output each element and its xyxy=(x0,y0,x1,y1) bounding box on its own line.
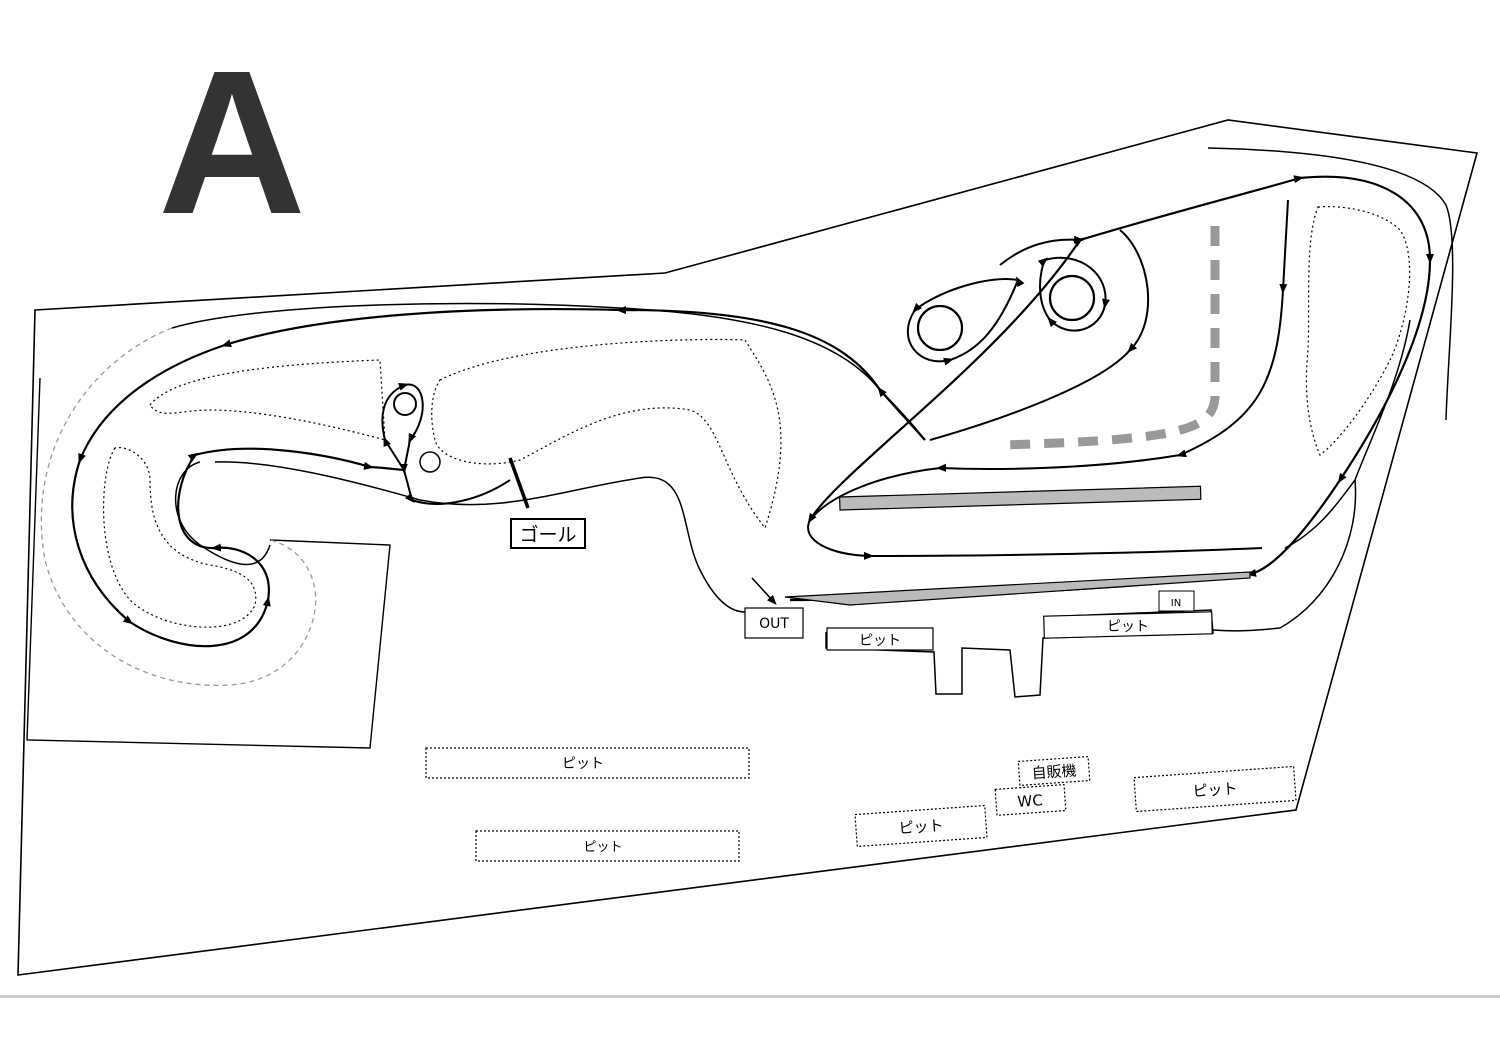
pit-box-4 xyxy=(475,830,740,862)
wc-group: WC xyxy=(994,783,1067,816)
pit-label-5: ピット xyxy=(898,816,944,837)
pit-label-1: ピット xyxy=(859,633,901,649)
gray-dashed-marker xyxy=(999,226,1220,450)
bottom-rule xyxy=(0,995,1500,998)
out-approach xyxy=(751,577,777,605)
vending-box xyxy=(1017,755,1091,787)
gymkhana-circle-right xyxy=(1048,274,1096,322)
pit-lane-bar xyxy=(784,571,1251,606)
racing-line-inner xyxy=(807,199,1289,560)
goal-label-box xyxy=(510,518,586,549)
pit-box-1 xyxy=(826,627,934,651)
vending-group: 自販機 xyxy=(1017,755,1091,787)
out-label: OUT xyxy=(759,616,789,632)
infield-barrier-left xyxy=(149,359,386,441)
racing-line-right xyxy=(789,175,1434,602)
wc-box xyxy=(994,783,1067,816)
infield-barrier-right xyxy=(1305,206,1411,456)
track-edge-right-outer xyxy=(1207,147,1454,421)
post-circle-small-2 xyxy=(419,451,441,473)
track-edge-right-lower xyxy=(1284,479,1356,549)
pit-label-3: ピット xyxy=(562,756,604,772)
paddock-area-outline xyxy=(26,377,391,749)
gymkhana-loop-left xyxy=(906,278,1020,361)
pit-label-2: ピット xyxy=(1107,619,1149,635)
pit-lane-edge xyxy=(1212,627,1281,632)
pit-box-2 xyxy=(1043,611,1213,639)
pit-building xyxy=(825,609,1214,698)
out-label-box xyxy=(744,607,804,639)
vending-label: 自販機 xyxy=(1031,761,1077,782)
course-letter: A xyxy=(158,28,306,257)
wc-label: WC xyxy=(1017,791,1044,811)
pit-group-6: ピット xyxy=(1133,765,1297,813)
pit-group-5: ピット xyxy=(854,804,988,848)
in-label: IN xyxy=(1171,598,1181,609)
track-edge-inner-left xyxy=(174,461,271,566)
venue-boundary xyxy=(17,119,1479,976)
gray-straight-bar xyxy=(838,485,1202,511)
pit-box-6 xyxy=(1133,765,1297,813)
post-circle-small-1 xyxy=(393,392,417,416)
goal-label: ゴール xyxy=(519,524,576,546)
in-label-box xyxy=(1158,590,1195,612)
pit-box-5 xyxy=(854,804,988,848)
racing-line-hairpin-return xyxy=(929,229,1150,441)
track-edge-outer xyxy=(171,302,926,441)
infield-barrier-hairpin xyxy=(102,447,257,628)
racing-line-main xyxy=(71,306,926,648)
gymkhana-link xyxy=(999,235,1084,266)
gymkhana-circle-left xyxy=(916,304,964,352)
track-edge-infield xyxy=(214,461,746,613)
pit-box-3 xyxy=(425,747,750,779)
pit-label-4: ピット xyxy=(583,840,622,855)
racing-line-post-loop xyxy=(381,383,511,505)
infield-barrier-center xyxy=(431,338,782,530)
pit-label-6: ピット xyxy=(1192,779,1238,800)
goal-line xyxy=(508,457,530,509)
